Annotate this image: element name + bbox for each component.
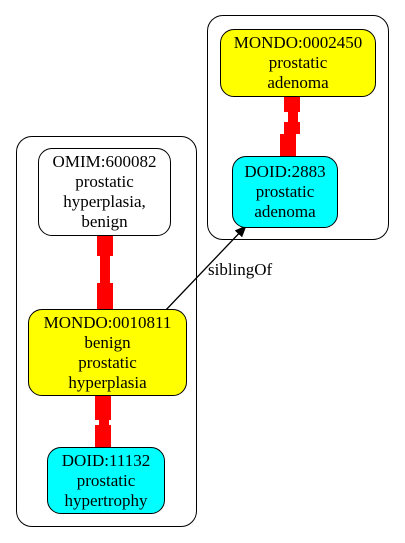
equivalence-edge-segment — [284, 97, 300, 112]
equivalence-edge-omim600082-mondo0010811 — [97, 236, 113, 309]
node-id-label: DOID:11132 — [61, 450, 151, 470]
equivalence-edge-segment — [97, 283, 113, 309]
equivalence-edge-mondo0010811-doid11132 — [95, 396, 111, 447]
node-name-line: hyperplasia, — [63, 192, 146, 211]
equivalence-edge-segment — [97, 236, 113, 256]
node-mondo-0010811[interactable]: MONDO:0010811 benign prostatic hyperplas… — [28, 309, 187, 396]
node-name-line: prostatic — [76, 470, 136, 490]
equivalence-edge-segment — [280, 134, 296, 156]
node-doid-2883[interactable]: DOID:2883 prostatic adenoma — [232, 156, 338, 228]
equivalence-edge-segment — [99, 420, 109, 425]
node-name-line: hypertrophy — [64, 490, 148, 510]
node-name-line: prostatic — [255, 182, 315, 201]
cluster-benign-prostatic-hyperplasia — [16, 136, 197, 527]
node-omim-600082[interactable]: OMIM:600082 prostatic hyperplasia, benig… — [38, 148, 171, 236]
equivalence-edge-segment — [95, 425, 111, 447]
node-name-line: prostatic — [268, 53, 328, 72]
node-name-line: benign — [81, 212, 128, 231]
node-name-line: benign — [84, 332, 131, 352]
equivalence-edge-segment — [284, 122, 300, 134]
sibling-of-edge-arrow — [163, 225, 247, 313]
equivalence-edge-segment — [95, 396, 111, 420]
node-name-line: adenoma — [254, 202, 316, 221]
node-name-line: prostatic — [78, 352, 137, 372]
cluster-prostatic-adenoma — [207, 15, 389, 240]
node-doid-11132[interactable]: DOID:11132 prostatic hypertrophy — [47, 447, 165, 514]
node-id-label: MONDO:0002450 — [233, 33, 363, 52]
equivalence-edge-segment — [288, 112, 298, 122]
node-id-label: OMIM:600082 — [52, 152, 157, 171]
node-mondo-0002450[interactable]: MONDO:0002450 prostatic adenoma — [220, 29, 376, 97]
equivalence-edge-segment — [100, 256, 110, 283]
equivalence-edge-mondo0002450-doid2883 — [280, 97, 300, 156]
node-id-label: DOID:2883 — [244, 162, 326, 181]
node-name-line: hyperplasia — [68, 372, 147, 392]
node-name-line: adenoma — [267, 73, 329, 92]
sibling-of-edge-label: siblingOf — [208, 260, 273, 279]
node-id-label: MONDO:0010811 — [43, 312, 172, 332]
node-name-line: prostatic — [75, 172, 134, 191]
